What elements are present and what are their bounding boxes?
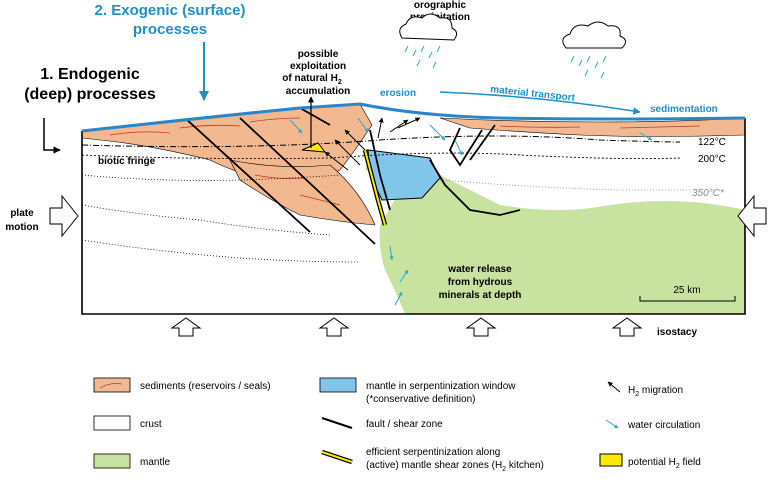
svg-text:25 km: 25 km [673,285,700,296]
legend-serp-window-line2: (*conservative definition) [366,394,476,405]
temp-350-label: 350°C* [692,188,725,199]
legend-fault-symbol [321,417,353,429]
temp-200-label: 200°C [698,154,726,165]
isostacy-arrow-icon [170,317,202,337]
legend-h2-field-label: potential H2 field [628,457,701,470]
exploit-label-line3: of natural H2 [282,73,342,86]
water-release-line1: water release [447,264,512,275]
legend-sediments-label: sediments (reservoirs / seals) [140,381,271,392]
legend-serp-window-line1: mantle in serpentinization window [366,381,516,392]
plate-motion-label-line1: plate [10,208,34,219]
exogenic-heading-line2: processes [133,21,207,38]
water-release-line3: minerals at depth [439,290,522,301]
legend-h2-migration-label: H2 migration [628,385,683,398]
endogenic-heading-line2: (deep) processes [24,86,156,103]
plate-motion-label-line2: motion [5,222,38,233]
legend-swatch-h2-field [599,453,623,467]
exogenic-heading-line1: 2. Exogenic (surface) [95,2,246,19]
isostacy-arrow-icon [318,317,350,337]
endogenic-heading-line1: 1. Endogenic [40,66,140,83]
legend-crust-label: crust [140,419,162,430]
h2-field [301,142,327,153]
isostacy-label: isostacy [657,327,697,338]
surface-line [81,102,746,133]
legend-efficient-serp-symbol [321,451,353,463]
scale-bar: 25 km [639,285,736,302]
cloud-icon [399,13,626,49]
temp-122-label: 122°C [698,137,726,148]
rain-icon [404,45,607,79]
legend-h2-migration-arrow-icon [607,381,621,393]
biotic-fringe-label: biotic fringe [98,156,156,167]
sediment-wedge-right [439,117,745,137]
legend-swatch-crust [93,415,131,431]
erosion-label: erosion [380,88,416,99]
orographic-label-line1: orographic [414,0,467,11]
legend: sediments (reservoirs / seals) crust man… [93,377,701,473]
legend-efficient-line2: (active) mantle shear zones (H2 kitchen) [366,460,544,473]
legend-swatch-sediments [93,377,131,393]
legend-swatch-mantle [93,453,131,469]
isostacy-arrow-icon [611,317,643,337]
legend-water-circulation-label: water circulation [627,420,700,431]
legend-efficient-line1: efficient serpentinization along [366,447,500,458]
plate-arrow-right-icon [737,194,767,238]
isostacy-arrow-icon [465,317,497,337]
legend-mantle-label: mantle [140,457,170,468]
exploit-label-line1: possible [298,49,339,60]
legend-swatch-serp-window [319,377,357,393]
cross-section [81,102,746,315]
exploit-label-line4: accumulation [286,86,350,97]
legend-water-circulation-arrow-icon [605,419,619,429]
plate-arrow-left-icon [49,194,79,238]
water-release-line2: from hydrous [448,277,513,288]
exploit-label-line2: exploitation [290,61,346,72]
sedimentation-label: sedimentation [650,104,718,115]
mantle-body [365,150,745,314]
legend-fault-label: fault / shear zone [366,419,443,430]
